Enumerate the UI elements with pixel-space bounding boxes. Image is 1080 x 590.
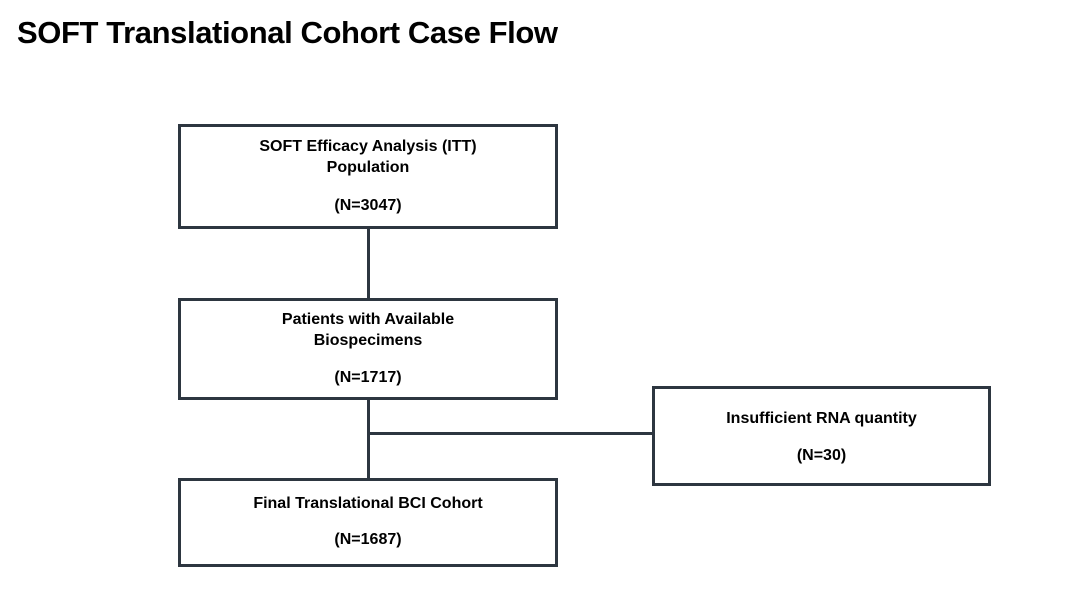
flow-node-final-translational-cohort: Final Translational BCI Cohort (N=1687) [178,478,558,567]
page-title: SOFT Translational Cohort Case Flow [17,15,558,50]
flow-node-final-translational-cohort-count: (N=1687) [334,531,402,548]
flow-node-itt-population: SOFT Efficacy Analysis (ITT) Population … [178,124,558,229]
flow-node-available-biospecimens-line1: Patients with Available [281,311,455,328]
flow-node-available-biospecimens: Patients with Available Biospecimens (N=… [178,298,558,400]
flow-node-available-biospecimens-count: (N=1717) [334,369,402,386]
flow-node-itt-population-count: (N=3047) [334,197,402,214]
flow-node-final-translational-cohort-line1: Final Translational BCI Cohort [253,495,483,512]
flow-node-itt-population-line2: Population [326,159,410,176]
connector-itt-to-biospecimens [367,229,370,299]
flow-node-itt-population-line1: SOFT Efficacy Analysis (ITT) [259,138,477,155]
connector-biospecimens-to-final-cohort [367,400,370,479]
flow-node-insufficient-rna-count: (N=30) [796,447,847,464]
flow-node-insufficient-rna-line1: Insufficient RNA quantity [726,410,917,427]
connector-branch-to-exclusion [367,432,654,435]
flow-node-available-biospecimens-line2: Biospecimens [313,332,423,349]
flow-node-insufficient-rna: Insufficient RNA quantity (N=30) [652,386,991,486]
